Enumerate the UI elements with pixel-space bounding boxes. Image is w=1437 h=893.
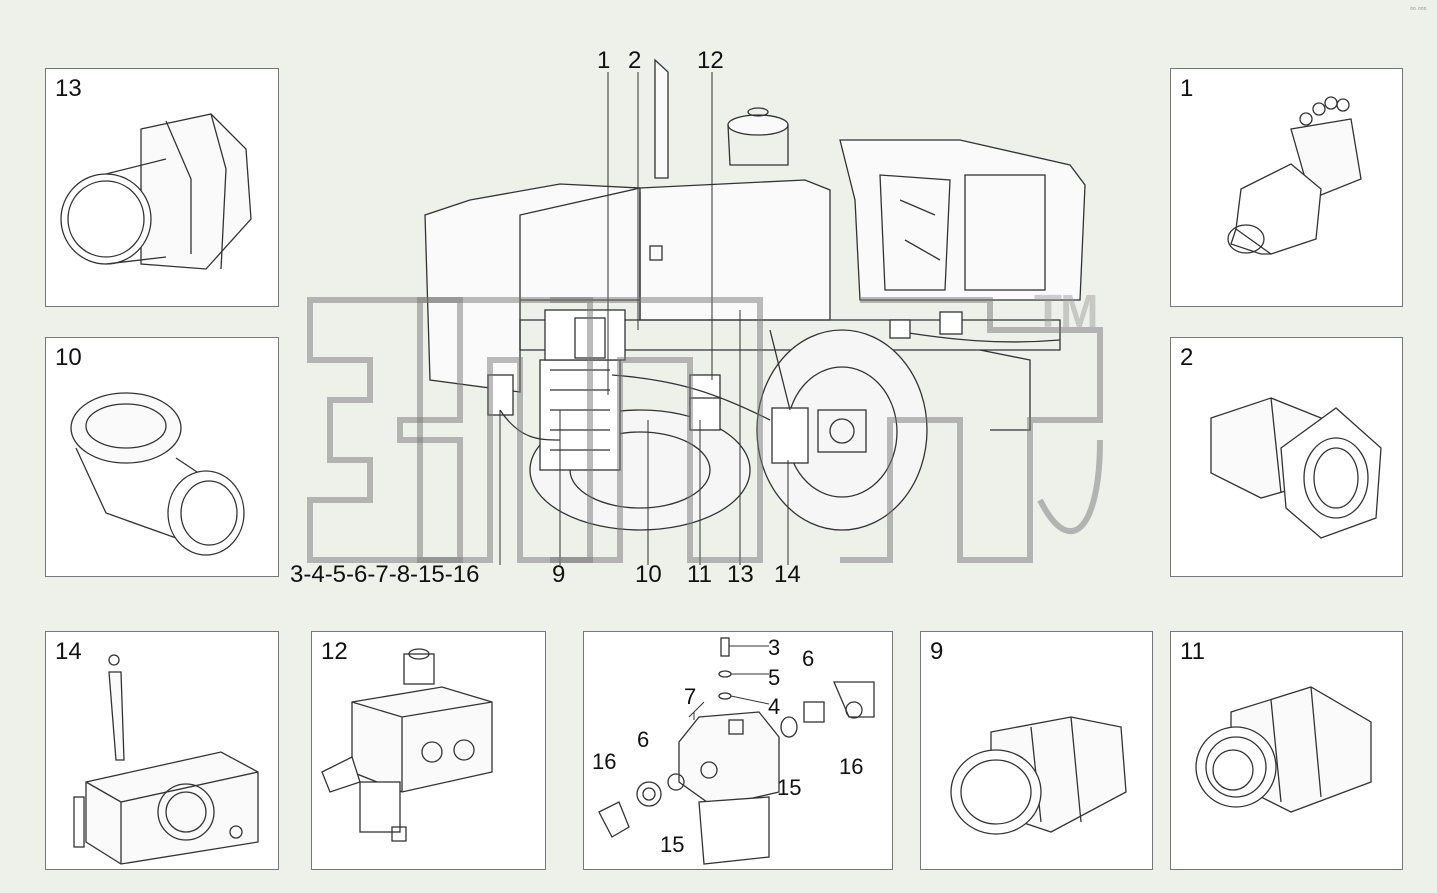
filter-callout-16-left: 16 bbox=[592, 749, 617, 774]
detail-panel-11: 11 bbox=[1170, 631, 1403, 870]
panel-number: 10 bbox=[55, 344, 82, 371]
panel-number: 11 bbox=[1180, 638, 1205, 665]
adapter-fitting-icon bbox=[60, 113, 252, 270]
filter-callout-15-bottom: 15 bbox=[660, 832, 685, 857]
panel-number: 9 bbox=[930, 638, 944, 665]
filter-callout-6-left: 6 bbox=[637, 727, 650, 752]
callout-10: 10 bbox=[635, 561, 662, 588]
callout-2: 2 bbox=[628, 47, 642, 74]
panel-number: 2 bbox=[1180, 344, 1194, 371]
filter-callout-5: 5 bbox=[768, 665, 781, 690]
callout-12: 12 bbox=[697, 47, 724, 74]
straight-connector-icon bbox=[1195, 686, 1372, 813]
detail-panel-2: 2 bbox=[1170, 337, 1403, 577]
filter-callout-16-right: 16 bbox=[839, 754, 864, 779]
detail-panel-1: 1 bbox=[1170, 68, 1403, 307]
callout-9: 9 bbox=[552, 561, 566, 588]
detail-panel-9: 9 bbox=[920, 631, 1153, 870]
union-fitting-icon bbox=[950, 716, 1127, 835]
filter-callout-7: 7 bbox=[684, 684, 697, 709]
callout-group: 3-4-5-6-7-8-15-16 bbox=[290, 561, 480, 588]
detail-panel-13: 13 bbox=[45, 68, 279, 307]
callout-13: 13 bbox=[727, 561, 754, 588]
panel-number: 13 bbox=[55, 75, 82, 102]
hydraulic-tank bbox=[771, 407, 809, 464]
filter-assembly-icon bbox=[598, 637, 875, 865]
callout-11: 11 bbox=[687, 561, 712, 588]
air-filter bbox=[727, 114, 789, 136]
nut-fitting-icon bbox=[1210, 397, 1382, 539]
filter-callout-4: 4 bbox=[768, 694, 781, 719]
filter-callout-3: 3 bbox=[768, 635, 781, 660]
callout-14: 14 bbox=[774, 561, 801, 588]
pressure-filter bbox=[487, 374, 514, 416]
detail-panel-10: 10 bbox=[45, 337, 279, 577]
hydraulic-tank-icon bbox=[73, 654, 259, 865]
filter-assembly-panel: 3 5 4 6 7 6 16 15 16 15 bbox=[583, 631, 893, 870]
corner-mark: ▫▫ ▫▫▫ bbox=[1410, 4, 1427, 13]
exhaust-stack bbox=[654, 58, 669, 179]
panel-number: 14 bbox=[55, 638, 82, 665]
capped-fitting-icon bbox=[1227, 96, 1362, 255]
operator-cab bbox=[839, 139, 1086, 301]
elbow-fitting-icon bbox=[70, 392, 245, 556]
panel-number: 12 bbox=[321, 638, 348, 665]
valve-block-icon bbox=[321, 648, 493, 842]
trademark-symbol: TM bbox=[1034, 285, 1098, 337]
filter-callout-15-right: 15 bbox=[777, 775, 802, 800]
detail-panel-14: 14 bbox=[45, 631, 279, 870]
panel-number: 1 bbox=[1180, 75, 1194, 102]
callout-1: 1 bbox=[597, 47, 611, 74]
filter-callout-6-right: 6 bbox=[802, 646, 815, 671]
detail-panel-12: 12 bbox=[311, 631, 546, 870]
